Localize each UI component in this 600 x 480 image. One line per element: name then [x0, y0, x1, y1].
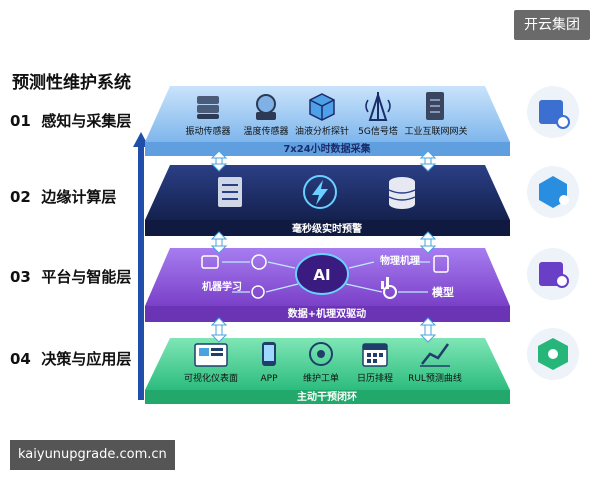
item-work-order: 维护工单	[303, 372, 339, 384]
item-temperature-sensor: 温度传感器	[243, 125, 288, 137]
connector-3-4-left	[210, 317, 228, 343]
layer-3-caption: 数据+机理双驱动	[288, 307, 366, 320]
item-rul-curve: RUL预测曲线	[408, 372, 462, 384]
connector-1-2-right	[419, 150, 437, 172]
chat-icon	[201, 255, 219, 269]
layer-4-caption: 主动干预闭环	[297, 390, 357, 403]
layer-label-4: 04 决策与应用层	[10, 350, 132, 368]
item-physical-mechanism: 物理机理	[380, 254, 420, 267]
flow-arrow	[133, 132, 149, 400]
item-oil-probe: 油液分析探针	[295, 125, 349, 137]
work-order-icon	[309, 342, 333, 366]
item-industrial-gateway: 工业互联网网关	[404, 125, 467, 137]
trend-chart-icon	[420, 343, 450, 367]
gateway-icon	[426, 92, 444, 120]
gear-icon	[383, 285, 397, 299]
edge-server-icon	[218, 177, 242, 207]
layer-label-3: 03 平台与智能层	[10, 268, 132, 286]
dashboard-icon	[194, 343, 228, 367]
item-app: APP	[260, 374, 278, 384]
calendar-icon	[362, 343, 388, 367]
refresh-icon	[251, 285, 265, 299]
ai-label: AI	[313, 266, 330, 284]
layer-2-slab: 毫秒级实时预警	[145, 165, 510, 236]
layer-label-2: 02 边缘计算层	[10, 188, 117, 206]
layer-2-caption: 毫秒级实时预警	[292, 222, 362, 235]
document-check-icon	[433, 255, 449, 273]
connector-3-4-right	[419, 317, 437, 343]
cycle-icon	[251, 254, 267, 270]
ai-flow-lines	[222, 261, 430, 293]
ai-brain-icon: AI	[295, 253, 349, 295]
badge-layer-1	[527, 86, 579, 138]
vibration-sensor-icon	[197, 96, 219, 119]
brand-badge: 开云集团	[514, 10, 590, 40]
badge-layer-2	[527, 166, 579, 218]
oil-probe-icon	[309, 93, 335, 121]
diagram-title: 预测性维护系统	[12, 73, 131, 93]
connector-arrows	[210, 150, 437, 343]
layer-1-caption: 7x24小时数据采集	[283, 142, 371, 155]
phone-icon	[262, 342, 276, 366]
connector-2-3-left	[210, 231, 228, 254]
item-vibration-sensor: 振动传感器	[185, 125, 230, 137]
badge-layer-3	[527, 248, 579, 300]
item-model: 模型	[432, 285, 454, 299]
connector-2-3-right	[419, 231, 437, 254]
temperature-sensor-icon	[256, 94, 276, 120]
item-5g-tower: 5G信号塔	[358, 125, 398, 137]
chart-bars-icon	[381, 277, 389, 289]
item-calendar: 日历排程	[357, 372, 393, 384]
badge-layer-4	[527, 328, 579, 380]
item-machine-learning: 机器学习	[202, 280, 242, 293]
database-icon	[388, 177, 416, 209]
watermark: kaiyunupgrade.com.cn	[10, 440, 175, 470]
signal-tower-icon	[365, 91, 391, 121]
item-dashboard: 可视化仪表面	[184, 372, 238, 384]
layer-label-1: 01 感知与采集层	[10, 112, 132, 130]
connector-1-2-left	[210, 150, 228, 172]
lightning-icon	[303, 175, 337, 209]
